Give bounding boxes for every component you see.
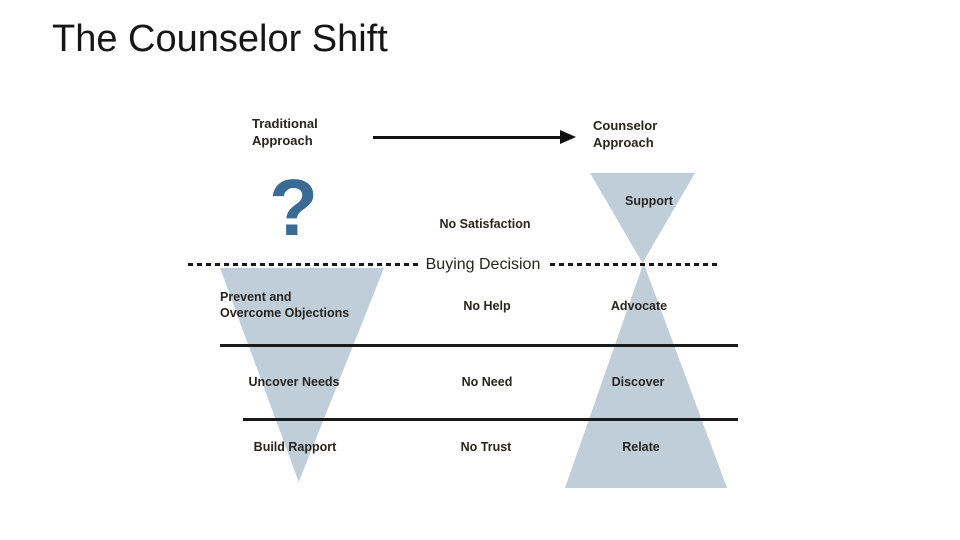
arrow-right-icon	[560, 130, 576, 144]
support-label: Support	[625, 194, 673, 208]
no-satisfaction-label: No Satisfaction	[439, 217, 531, 231]
row1-traditional-line2: Overcome Objections	[220, 306, 350, 320]
buying-decision-label: Buying Decision	[425, 256, 541, 273]
row1-traditional-label: Prevent and Overcome Objections	[220, 289, 349, 321]
row1-counselor-label: Advocate	[610, 299, 668, 313]
divider-line-2	[243, 418, 738, 421]
row2-middle-label: No Need	[461, 375, 513, 389]
divider-line-1	[220, 344, 738, 347]
traditional-approach-line2: Approach	[252, 133, 313, 148]
counselor-approach-line1: Counselor	[593, 118, 658, 133]
row2-counselor-label: Discover	[611, 375, 665, 389]
counselor-upper-triangle	[590, 173, 695, 263]
question-mark: ?	[269, 163, 318, 252]
row1-middle-label: No Help	[463, 299, 511, 313]
row2-traditional-label: Uncover Needs	[248, 375, 340, 389]
traditional-approach-label: Traditional Approach	[252, 115, 318, 149]
counselor-approach-label: Counselor Approach	[593, 117, 657, 151]
row3-counselor-label: Relate	[622, 440, 660, 454]
page-title: The Counselor Shift	[52, 18, 388, 60]
buying-decision-dashed-line-right	[550, 263, 718, 266]
traditional-approach-line1: Traditional	[252, 116, 318, 131]
shift-arrow-shaft	[373, 136, 563, 139]
row3-middle-label: No Trust	[460, 440, 512, 454]
buying-decision-dashed-line-left	[188, 263, 420, 266]
row3-traditional-label: Build Rapport	[253, 440, 337, 454]
row1-traditional-line1: Prevent and	[220, 290, 292, 304]
counselor-approach-line2: Approach	[593, 135, 654, 150]
